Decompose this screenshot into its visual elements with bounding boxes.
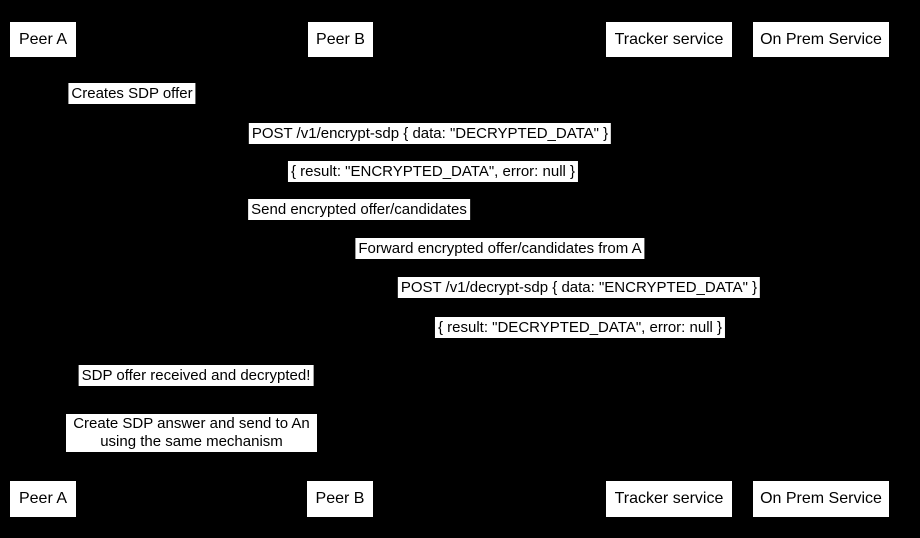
actor-box-on-prem-service-top: On Prem Service (753, 22, 889, 57)
message-sdp-offer-received: SDP offer received and decrypted! (78, 365, 314, 386)
actor-label: Peer A (18, 490, 68, 507)
message-post-decrypt-sdp: POST /v1/decrypt-sdp { data: "ENCRYPTED_… (397, 277, 761, 298)
note-line-2: using the same mechanism (100, 433, 283, 450)
actor-box-peer-b-bottom: Peer B (307, 481, 373, 517)
actor-box-peer-b-top: Peer B (308, 22, 373, 57)
actor-box-tracker-service-top: Tracker service (606, 22, 732, 57)
message-forward-encrypted-offer: Forward encrypted offer/candidates from … (355, 238, 645, 259)
actor-label: Peer A (18, 30, 68, 48)
actor-box-peer-a-bottom: Peer A (10, 481, 76, 517)
actor-box-on-prem-service-bottom: On Prem Service (753, 481, 889, 517)
actor-label: On Prem Service (760, 490, 882, 507)
message-post-encrypt-sdp: POST /v1/encrypt-sdp { data: "DECRYPTED_… (248, 123, 612, 144)
message-send-encrypted-offer: Send encrypted offer/candidates (248, 199, 470, 220)
message-result-decrypted-data: { result: "DECRYPTED_DATA", error: null … (434, 317, 726, 338)
actor-box-peer-a-top: Peer A (10, 22, 76, 57)
note-line-1: Create SDP answer and send to An (73, 415, 310, 432)
actor-label: Peer B (316, 30, 365, 48)
actor-box-tracker-service-bottom: Tracker service (606, 481, 732, 517)
actor-label: Tracker service (614, 490, 724, 507)
message-result-encrypted-data: { result: "ENCRYPTED_DATA", error: null … (287, 161, 579, 182)
actor-label: Tracker service (614, 30, 724, 48)
note-create-sdp-answer: Create SDP answer and send to An using t… (66, 414, 317, 452)
message-creates-sdp-offer: Creates SDP offer (68, 83, 196, 104)
actor-label: Peer B (315, 490, 365, 507)
actor-label: On Prem Service (760, 30, 882, 48)
